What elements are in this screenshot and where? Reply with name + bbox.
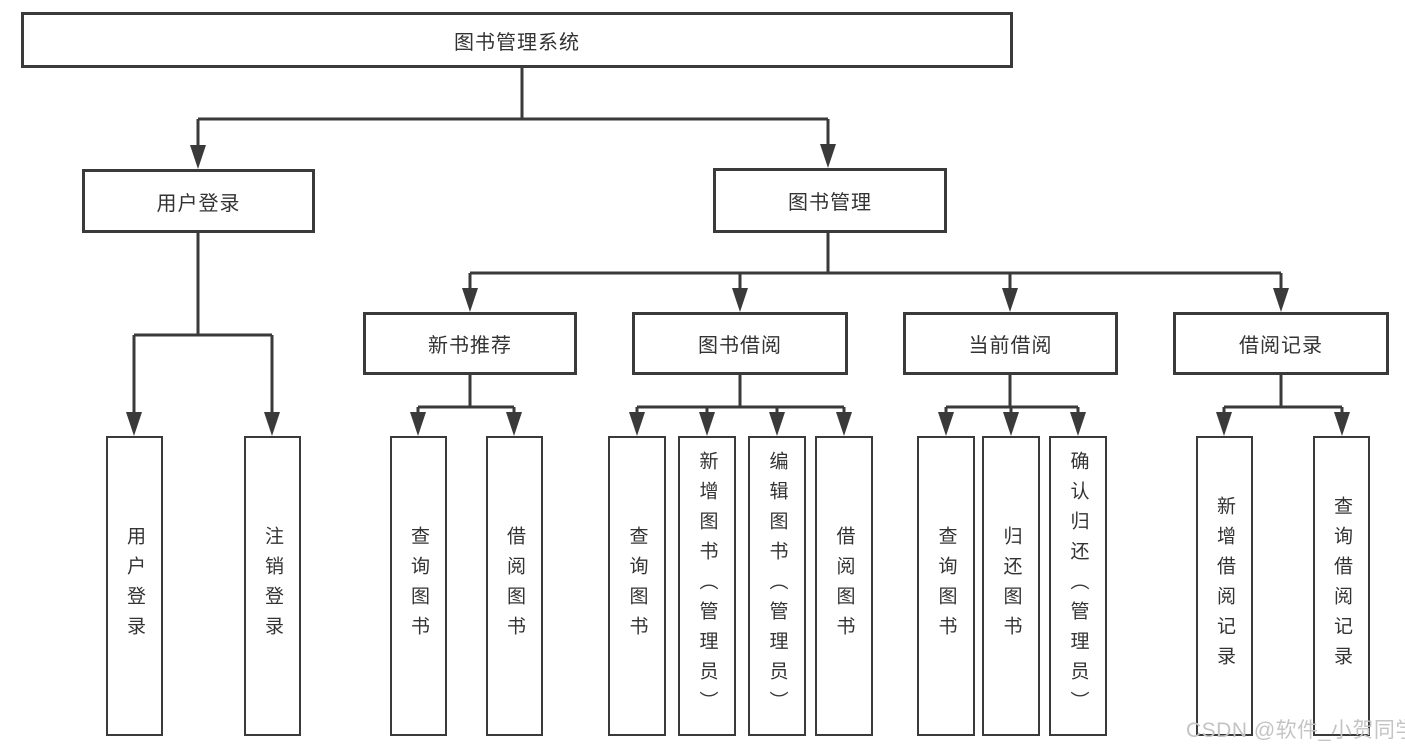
node-book-borrowing: 图书借阅 [632, 312, 848, 375]
leaf-query-books-3: 查询图书 [917, 436, 975, 736]
leaf-add-borrow-record: 新增借阅记录 [1196, 436, 1253, 736]
leaf-borrow-books-1: 借阅图书 [486, 436, 543, 736]
node-book-management-label: 图书管理 [788, 192, 872, 214]
node-new-book-recommend-label: 新书推荐 [428, 335, 512, 357]
leaf-borrow-books-2: 借阅图书 [815, 436, 873, 736]
node-book-management: 图书管理 [713, 168, 947, 233]
leaf-query-books-2: 查询图书 [608, 436, 666, 736]
leaf-borrow-books-1-label: 借阅图书 [504, 526, 525, 646]
node-borrowing-records: 借阅记录 [1173, 312, 1389, 375]
leaf-edit-books-admin: 编辑图书（管理员） [748, 436, 806, 736]
leaf-return-books: 归还图书 [982, 436, 1040, 736]
node-borrowing-records-label: 借阅记录 [1239, 335, 1323, 357]
leaf-query-books-3-label: 查询图书 [935, 526, 957, 646]
leaf-return-books-label: 归还图书 [1000, 526, 1022, 646]
leaf-query-books-1-label: 查询图书 [408, 526, 429, 646]
leaf-query-borrow-record-label: 查询借阅记录 [1331, 496, 1352, 676]
leaf-logout-label: 注销登录 [262, 526, 283, 646]
root-node-library-management-system: 图书管理系统 [21, 12, 1013, 68]
node-current-borrowing: 当前借阅 [903, 312, 1118, 375]
leaf-add-books-admin-label: 新增图书（管理员） [696, 451, 718, 721]
csdn-watermark: CSDN @软件_小贺同学 [1186, 719, 1405, 742]
leaf-add-borrow-record-label: 新增借阅记录 [1214, 496, 1235, 676]
leaf-confirm-return-admin: 确认归还（管理员） [1049, 436, 1107, 736]
leaf-user-login-label: 用户登录 [124, 526, 145, 646]
leaf-user-login: 用户登录 [106, 436, 163, 736]
leaf-query-borrow-record: 查询借阅记录 [1313, 436, 1370, 736]
node-user-login-label: 用户登录 [156, 192, 241, 215]
leaf-query-books-2-label: 查询图书 [626, 526, 648, 646]
leaf-query-books-1: 查询图书 [390, 436, 447, 736]
node-book-borrowing-label: 图书借阅 [698, 335, 782, 357]
leaf-add-books-admin: 新增图书（管理员） [678, 436, 736, 736]
leaf-edit-books-admin-label: 编辑图书（管理员） [766, 451, 788, 721]
node-new-book-recommend: 新书推荐 [363, 312, 577, 375]
node-current-borrowing-label: 当前借阅 [968, 335, 1053, 357]
node-user-login: 用户登录 [82, 169, 315, 233]
root-node-label: 图书管理系统 [454, 31, 580, 54]
leaf-borrow-books-2-label: 借阅图书 [833, 526, 855, 646]
leaf-confirm-return-admin-label: 确认归还（管理员） [1067, 451, 1089, 721]
leaf-logout: 注销登录 [244, 436, 301, 736]
